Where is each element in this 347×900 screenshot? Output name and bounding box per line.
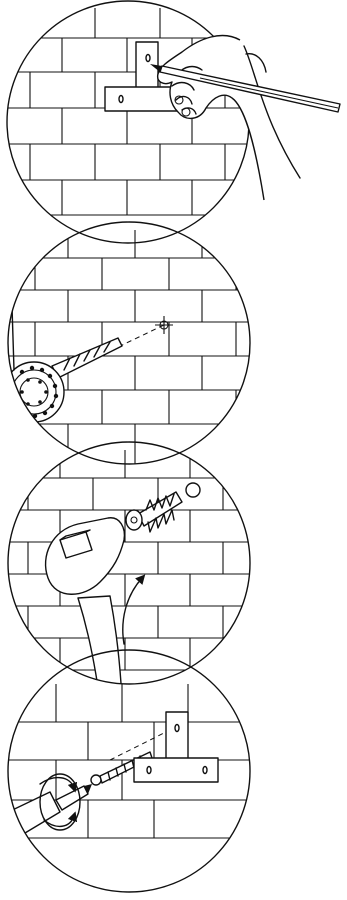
- brick-wall: [0, 684, 260, 842]
- upward-arrow-icon: [123, 578, 142, 644]
- hand-with-pencil: [150, 36, 340, 200]
- brick-wall: [0, 230, 260, 470]
- crosshair-mark-icon: [155, 316, 173, 334]
- brick-wall: [0, 450, 260, 700]
- drill-icon: [4, 300, 122, 422]
- wall-plug-icon: [126, 483, 200, 532]
- step-1-mark-position: [0, 1, 340, 243]
- step-3-insert-plug: [0, 442, 260, 700]
- step-2-drill-hole: [0, 222, 260, 470]
- step-4-screw-bracket: [0, 650, 260, 892]
